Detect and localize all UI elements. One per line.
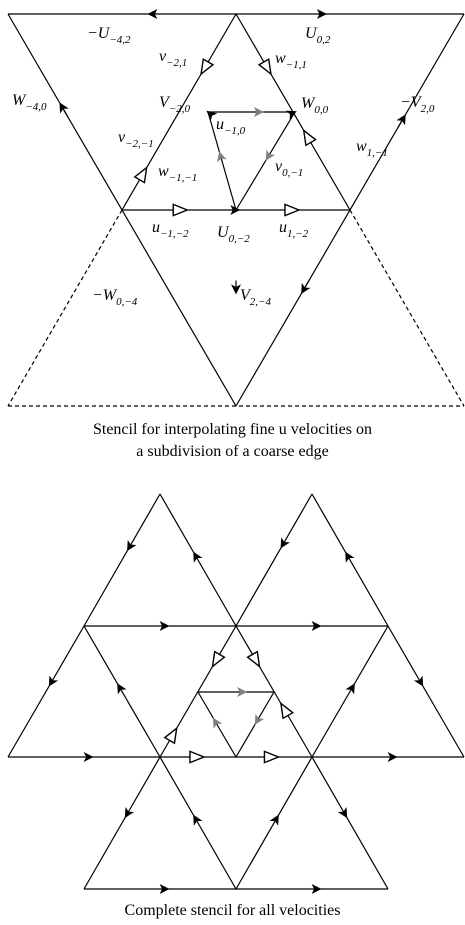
label-V-m2-0: V−2,0 xyxy=(159,94,190,115)
velocity-arrow xyxy=(193,814,203,826)
lattice-edge xyxy=(311,493,389,627)
label-U-0-m2: U0,−2 xyxy=(217,224,250,245)
fine-edge-v-0-m1 xyxy=(235,111,296,211)
interpolated-arrow xyxy=(254,713,265,725)
label-w-1-m1: w1,−1 xyxy=(356,138,388,159)
label-minus-V-2-0: −V2,0 xyxy=(400,94,435,115)
label-V-2-m4: V2,−4 xyxy=(240,287,271,308)
label-w-m1-1: w−1,1 xyxy=(275,50,307,71)
label-w-m1-m1: w−1,−1 xyxy=(158,163,197,184)
fine-velocity-arrow xyxy=(279,701,295,720)
velocity-arrow xyxy=(337,806,348,819)
label-minus-U-m4-2: −U−4,2 xyxy=(87,25,131,46)
velocity-arrow xyxy=(124,806,135,819)
label-U-0-2: U0,2 xyxy=(305,25,331,46)
velocity-arrow xyxy=(345,683,355,695)
velocity-arrow xyxy=(280,537,290,549)
lattice-edge xyxy=(387,625,465,758)
fine-velocity-arrow xyxy=(246,650,261,669)
lattice-edge xyxy=(311,625,389,758)
dashed-right-edge xyxy=(349,209,465,407)
bottom-stencil-diagram xyxy=(7,493,465,894)
velocity-arrow xyxy=(193,551,203,563)
lattice-edge xyxy=(7,625,85,758)
inner-fine-edge-left xyxy=(197,691,237,758)
label-v-0-m1: v0,−1 xyxy=(275,158,303,179)
label-v-m2-1: v−2,1 xyxy=(159,48,187,69)
lattice-edge xyxy=(235,756,313,890)
lattice-edge xyxy=(159,493,237,627)
label-W-0-0: W0,0 xyxy=(301,95,329,116)
velocity-arrow xyxy=(345,551,355,563)
label-v-m2-m1: v−2,−1 xyxy=(118,129,154,150)
lattice-edge xyxy=(83,625,161,758)
arrow-w-m1-1 xyxy=(257,57,272,76)
arrow-W-m4-0 xyxy=(59,102,69,117)
label-W-m4-0: W−4,0 xyxy=(12,92,47,113)
lattice-edge xyxy=(83,756,161,890)
label-u-m1-m2: u−1,−2 xyxy=(152,219,189,240)
lattice-edge xyxy=(235,493,313,627)
arrow-v-m2-1 xyxy=(200,57,215,76)
dashed-left-edge xyxy=(7,209,123,407)
velocity-arrow xyxy=(413,675,424,687)
top-diagram-labels: −U−4,2 U0,2 v−2,1 w−1,1 V−2,0 W0,0 W−4,0… xyxy=(12,25,435,308)
arrow-w-1-m1 xyxy=(302,128,317,147)
velocity-arrow xyxy=(127,540,137,552)
top-caption-line-2: a subdivision of a coarse edge xyxy=(136,443,329,460)
arrow-W-0-0-node xyxy=(285,110,297,120)
velocity-arrow xyxy=(48,675,59,687)
arrow-v-m2-m1 xyxy=(133,166,148,184)
arrow-minus-V-2-0 xyxy=(396,114,406,128)
label-minus-W-0-m4: −W0,−4 xyxy=(92,287,138,308)
interpolated-arrow xyxy=(212,717,223,729)
bottom-caption: Complete stencil for all velocities xyxy=(124,902,341,919)
lattice-edge xyxy=(311,756,389,890)
top-caption-line-1: Stencil for interpolating fine u velocit… xyxy=(92,421,373,438)
arrow-v-0-m1 xyxy=(265,149,276,161)
inner-fine-edge-right xyxy=(235,691,275,758)
velocity-arrow xyxy=(117,683,127,695)
fine-velocity-arrow xyxy=(211,650,226,669)
label-u-m1-0: u−1,0 xyxy=(216,116,246,137)
lattice-edge xyxy=(159,756,237,890)
label-u-1-m2: u1,−2 xyxy=(279,219,309,240)
lattice-edge xyxy=(83,493,161,627)
arrow-w-m1-m1 xyxy=(217,151,227,163)
arrow-V-2-m4 xyxy=(301,280,311,295)
arrow-V-m2-0-node xyxy=(206,110,218,122)
top-stencil-diagram xyxy=(7,9,465,407)
velocity-arrow xyxy=(269,814,279,826)
fine-velocity-arrow xyxy=(163,726,178,745)
